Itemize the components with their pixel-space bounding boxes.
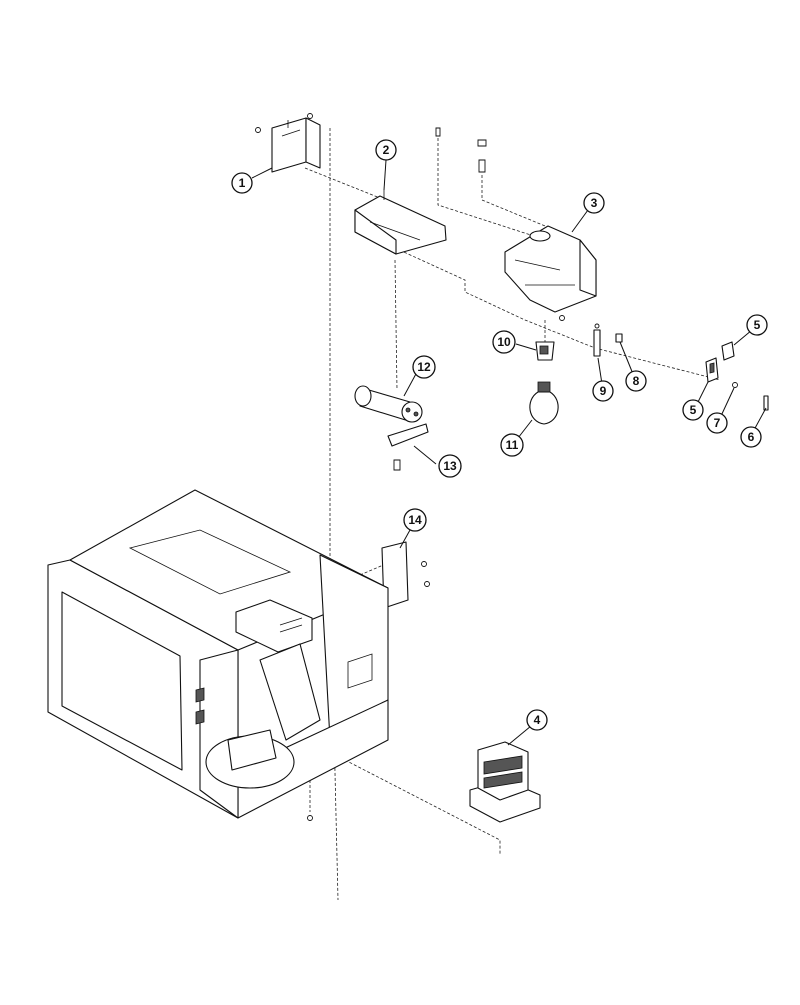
screw-icon <box>478 159 486 173</box>
part-switch-cover-5 <box>721 341 735 361</box>
vertical-alignment-line <box>329 128 339 901</box>
callout-leaders <box>251 159 767 746</box>
callout-7: 7 <box>706 412 728 434</box>
callout-10: 10 <box>492 330 516 354</box>
screw-icon <box>307 815 313 821</box>
svg-text:2: 2 <box>383 143 390 157</box>
callout-3: 3 <box>583 192 605 214</box>
screw-icon <box>421 561 427 567</box>
svg-text:6: 6 <box>748 430 755 444</box>
part-connector-8 <box>615 333 623 343</box>
svg-text:4: 4 <box>534 713 541 727</box>
screw-to-housing-line <box>437 138 541 239</box>
part-lamp-socket-10 <box>535 315 565 361</box>
callout-5-upper: 5 <box>746 314 768 336</box>
callout-11: 11 <box>500 433 524 457</box>
svg-text:14: 14 <box>408 513 422 527</box>
part-bracket-1 <box>255 113 321 173</box>
housing-screws <box>435 127 487 173</box>
bracket-to-plate-line <box>304 167 381 199</box>
screw-icon <box>424 581 430 587</box>
part-connector-9 <box>593 323 601 357</box>
svg-text:5: 5 <box>690 403 697 417</box>
svg-text:8: 8 <box>633 374 640 388</box>
part-lamp-housing-3 <box>504 225 597 313</box>
part-switch-5 <box>705 357 719 383</box>
screw-to-housing-line-2 <box>481 175 551 229</box>
screw-icon <box>255 127 261 133</box>
part-capacitor-12 <box>354 385 423 423</box>
oven-cabinet <box>47 489 389 821</box>
screw-icon <box>393 459 401 471</box>
svg-text:13: 13 <box>443 459 457 473</box>
callout-14: 14 <box>403 508 427 532</box>
svg-text:11: 11 <box>506 438 519 452</box>
screw-icon <box>435 127 441 137</box>
callout-13: 13 <box>438 454 462 478</box>
part-mounting-plate-2 <box>354 190 447 255</box>
screw-icon <box>559 315 565 321</box>
svg-text:1: 1 <box>239 176 246 190</box>
part-bulb-11 <box>529 381 559 425</box>
svg-text:9: 9 <box>600 384 607 398</box>
part-clamp-13 <box>387 423 429 471</box>
callout-5-lower: 5 <box>682 399 704 421</box>
plate-to-capacitor-line <box>394 259 398 391</box>
svg-text:5: 5 <box>754 318 761 332</box>
callout-2: 2 <box>375 139 397 161</box>
svg-text:12: 12 <box>417 360 431 374</box>
callout-12: 12 <box>412 355 436 379</box>
part-transformer-4 <box>469 741 541 823</box>
callout-6: 6 <box>740 426 762 448</box>
callout-8: 8 <box>625 370 647 392</box>
part-spring-7 <box>732 382 738 388</box>
svg-text:10: 10 <box>497 335 511 349</box>
callout-group: 1 2 3 4 5 5 6 7 <box>231 139 768 731</box>
screw-icon <box>477 139 487 147</box>
svg-text:3: 3 <box>591 196 598 210</box>
part-cover-plate-14 <box>381 541 430 609</box>
callout-1: 1 <box>231 172 253 194</box>
plate-to-lamp-line <box>394 247 721 381</box>
screw-icon <box>307 113 313 119</box>
callout-4: 4 <box>526 709 548 731</box>
part-lever-6 <box>763 395 769 411</box>
svg-text:7: 7 <box>714 416 721 430</box>
callout-9: 9 <box>592 380 614 402</box>
